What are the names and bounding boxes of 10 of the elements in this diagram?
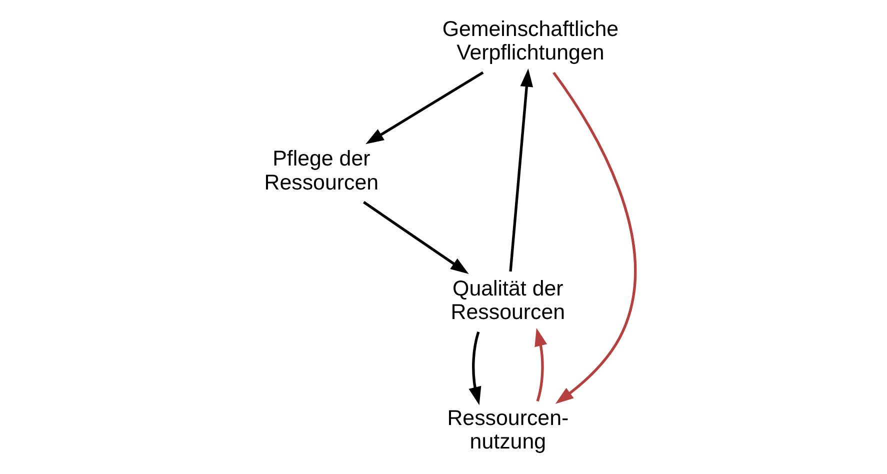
node-text: Qualität der Ressourcen xyxy=(450,276,565,324)
arrow xyxy=(468,331,481,406)
node-text: Pflege der Ressourcen xyxy=(264,146,378,194)
arrow xyxy=(552,72,636,404)
arrow xyxy=(508,68,533,272)
arrow xyxy=(365,71,484,144)
node-text: Ressourcen- nutzung xyxy=(446,406,568,454)
arrow xyxy=(362,201,468,274)
node-text: Gemeinschaftliche Verpflichtungen xyxy=(442,17,618,65)
arrow xyxy=(534,328,547,402)
